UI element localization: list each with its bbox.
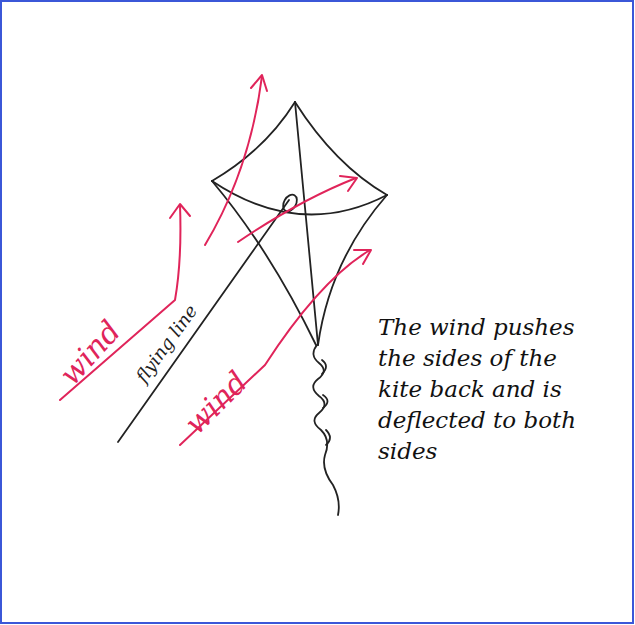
kite-tail <box>313 345 339 515</box>
kite-edge <box>295 102 387 195</box>
tail-bows <box>322 360 330 445</box>
kite-edge <box>212 181 316 345</box>
arrow-head <box>251 75 267 91</box>
flying-line <box>118 200 289 442</box>
wind-arrow <box>205 76 262 245</box>
kite-frame <box>118 102 387 515</box>
wind-label: wind <box>178 364 255 441</box>
arrow-head <box>170 204 190 218</box>
wind-arrows <box>60 75 371 445</box>
wind-arrow <box>238 178 356 242</box>
note-text: The wind pushes the sides of the kite ba… <box>378 312 603 467</box>
arrow-head <box>340 176 357 191</box>
kite-spar <box>212 181 387 214</box>
kite-edge <box>318 195 387 345</box>
kite-edge <box>212 102 295 181</box>
arrow-head <box>354 250 371 264</box>
